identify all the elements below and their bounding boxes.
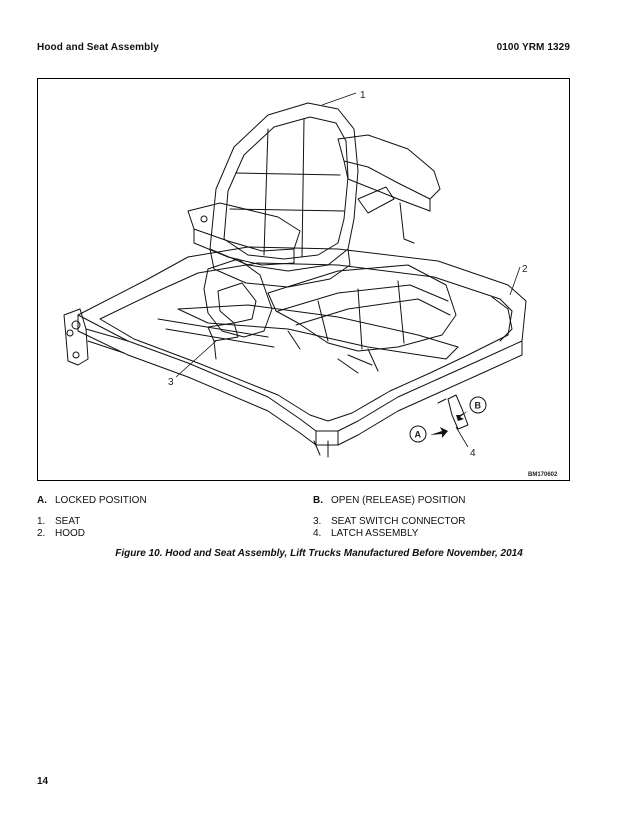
header-section-title: Hood and Seat Assembly — [37, 42, 159, 53]
legend-text-b: OPEN (RELEASE) POSITION — [331, 495, 466, 506]
arrow-label-a: A — [415, 430, 422, 440]
seat-cushion — [267, 264, 457, 352]
arrow-a-locked: A — [409, 425, 448, 443]
arrow-label-b: B — [475, 401, 482, 411]
legend-items-right: 3.SEAT SWITCH CONNECTOR 4.LATCH ASSEMBLY — [313, 516, 465, 540]
hood-seat-drawing: 1 2 3 4 A B BM170602 — [63, 90, 558, 478]
callout-2: 2 — [522, 264, 528, 275]
legend-key-a: A. — [37, 495, 47, 506]
hood-outline — [77, 246, 527, 432]
callout-4: 4 — [470, 448, 476, 459]
legend-position-b: B. OPEN (RELEASE) POSITION — [313, 495, 465, 507]
legend-position-a: A. LOCKED POSITION — [37, 495, 147, 507]
legend-item: 3.SEAT SWITCH CONNECTOR — [313, 516, 466, 527]
legend-item: 1.SEAT — [37, 516, 81, 527]
page-number: 14 — [37, 776, 49, 787]
legend-item: 2.HOOD — [37, 528, 85, 539]
arrow-b-open: B — [456, 396, 487, 421]
latch-assembly — [447, 394, 469, 430]
callout-3: 3 — [168, 377, 174, 388]
callout-1: 1 — [360, 90, 366, 101]
figure-caption: Figure 10. Hood and Seat Assembly, Lift … — [115, 548, 523, 559]
legend-items-left: 1.SEAT 2.HOOD — [37, 516, 85, 540]
drawing-code: BM170602 — [528, 472, 558, 478]
legend-item: 4.LATCH ASSEMBLY — [313, 528, 419, 539]
seat-back — [209, 102, 359, 272]
legend-text-a: LOCKED POSITION — [55, 495, 147, 506]
figure-illustration: 1 2 3 4 A B BM170602 — [37, 78, 570, 481]
hinge-bracket — [63, 308, 89, 366]
armrest-right — [337, 134, 441, 200]
legend-key-b: B. — [313, 495, 323, 506]
header-doc-code: 0100 YRM 1329 — [496, 42, 570, 53]
